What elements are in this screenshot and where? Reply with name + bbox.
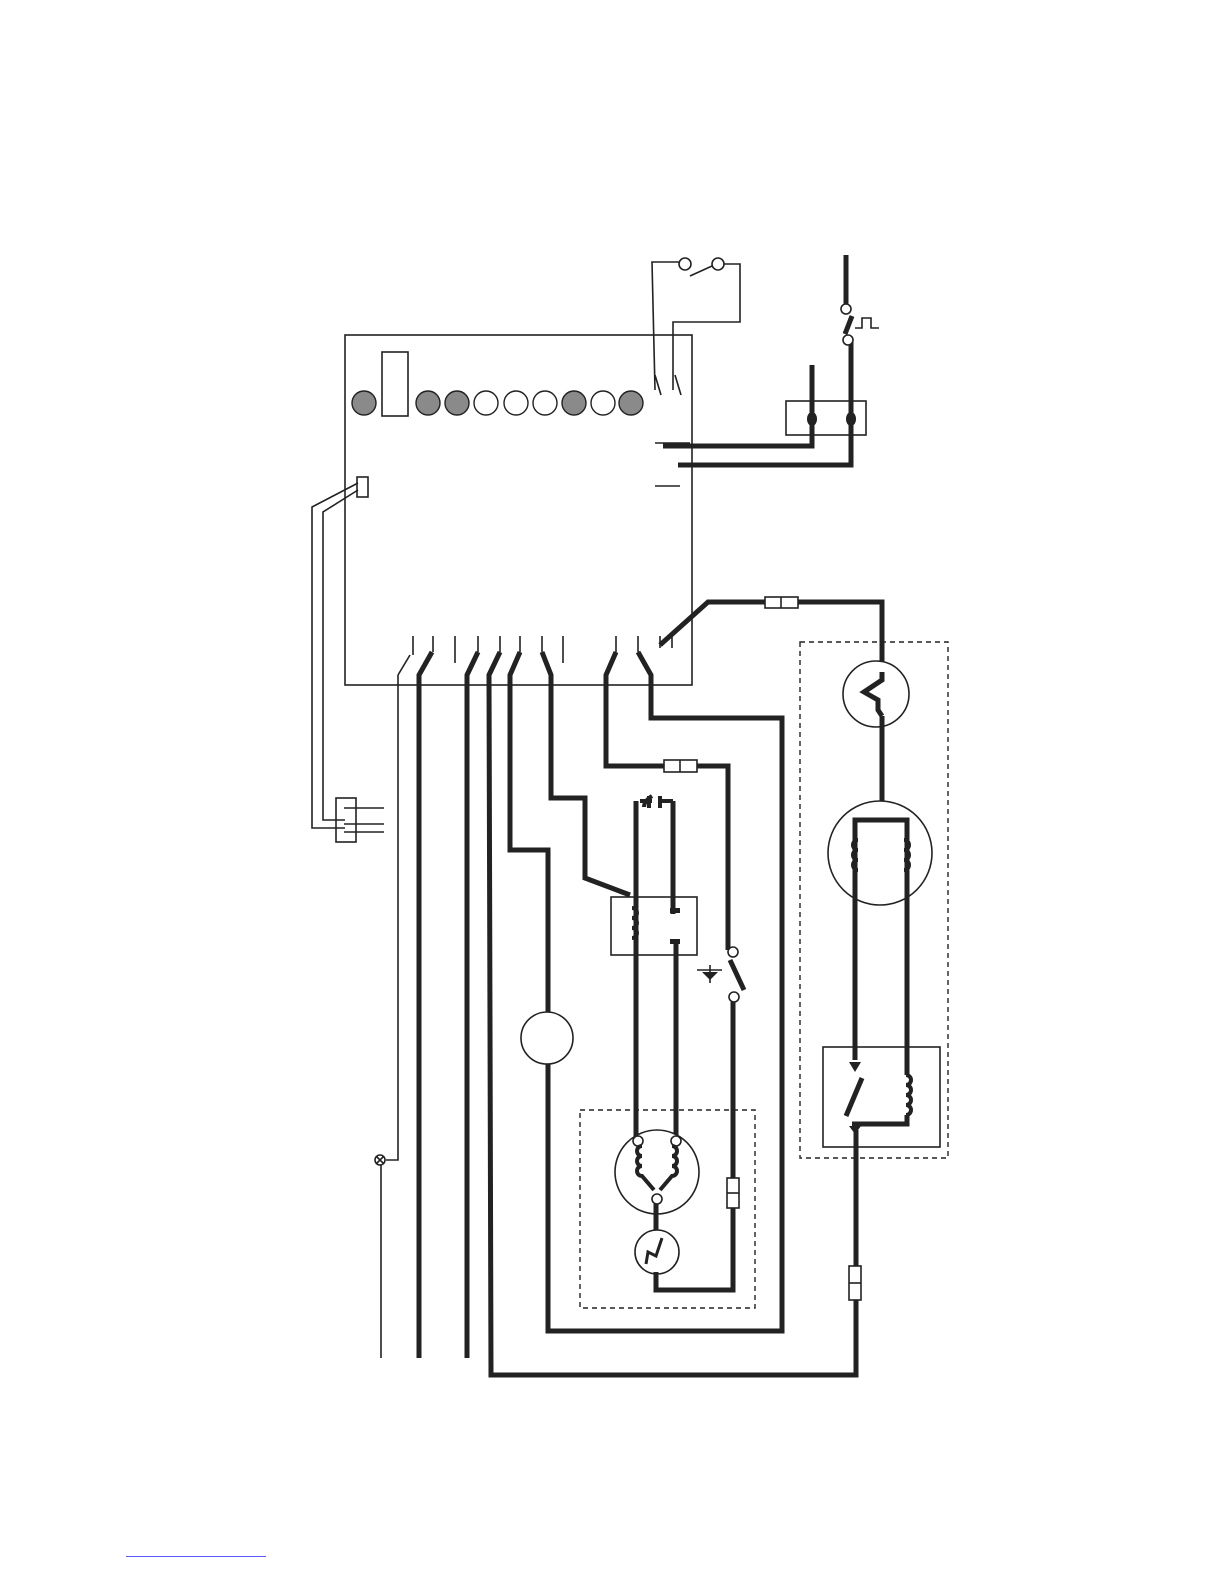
indicator-light (416, 391, 440, 415)
sensor-wire-1 (312, 483, 358, 828)
wire-out-1 (419, 652, 432, 1358)
capacitor (640, 796, 673, 808)
fuse-heater (849, 1266, 861, 1300)
bimetal-thermostat (843, 661, 909, 727)
board-output-terminals (398, 636, 672, 675)
indicator-light (562, 391, 586, 415)
indicator-light (352, 391, 376, 415)
fuse-compressor (727, 1178, 739, 1208)
heater-coil-unit (828, 801, 932, 1075)
terminal-dot (846, 412, 856, 426)
wire-out-2 (467, 652, 478, 1358)
wire-out-8 (660, 602, 882, 672)
indicator-light (591, 391, 615, 415)
board-connector (357, 477, 368, 497)
indicator-light (504, 391, 528, 415)
board-relay-block (382, 352, 408, 416)
sensor-wire-2 (323, 490, 358, 820)
fuse-middle (664, 760, 697, 772)
compressor-motor (615, 1130, 699, 1214)
indicator-light-row (352, 391, 643, 415)
terminal-dot (807, 412, 817, 426)
indicator-light (533, 391, 557, 415)
control-board (345, 335, 692, 685)
indicator-light (474, 391, 498, 415)
overload-protector (635, 1230, 679, 1274)
fan-motor (521, 1012, 573, 1064)
lamp-wire (386, 675, 398, 1160)
lamp-indicator (375, 1155, 385, 1358)
power-wire-neutral (663, 365, 812, 446)
wire-out-7 (548, 652, 782, 1331)
door-switch (652, 258, 740, 395)
relay (611, 897, 697, 955)
fuse-top (765, 597, 798, 608)
thermal-switch (841, 255, 879, 345)
indicator-light (445, 391, 469, 415)
wire-out-4 (510, 652, 548, 1012)
indicator-light (619, 391, 643, 415)
wire-out-5 (542, 652, 630, 895)
defrost-switch (697, 947, 744, 1178)
footer-link-rule (126, 1556, 266, 1557)
heater-relay (823, 1047, 940, 1147)
